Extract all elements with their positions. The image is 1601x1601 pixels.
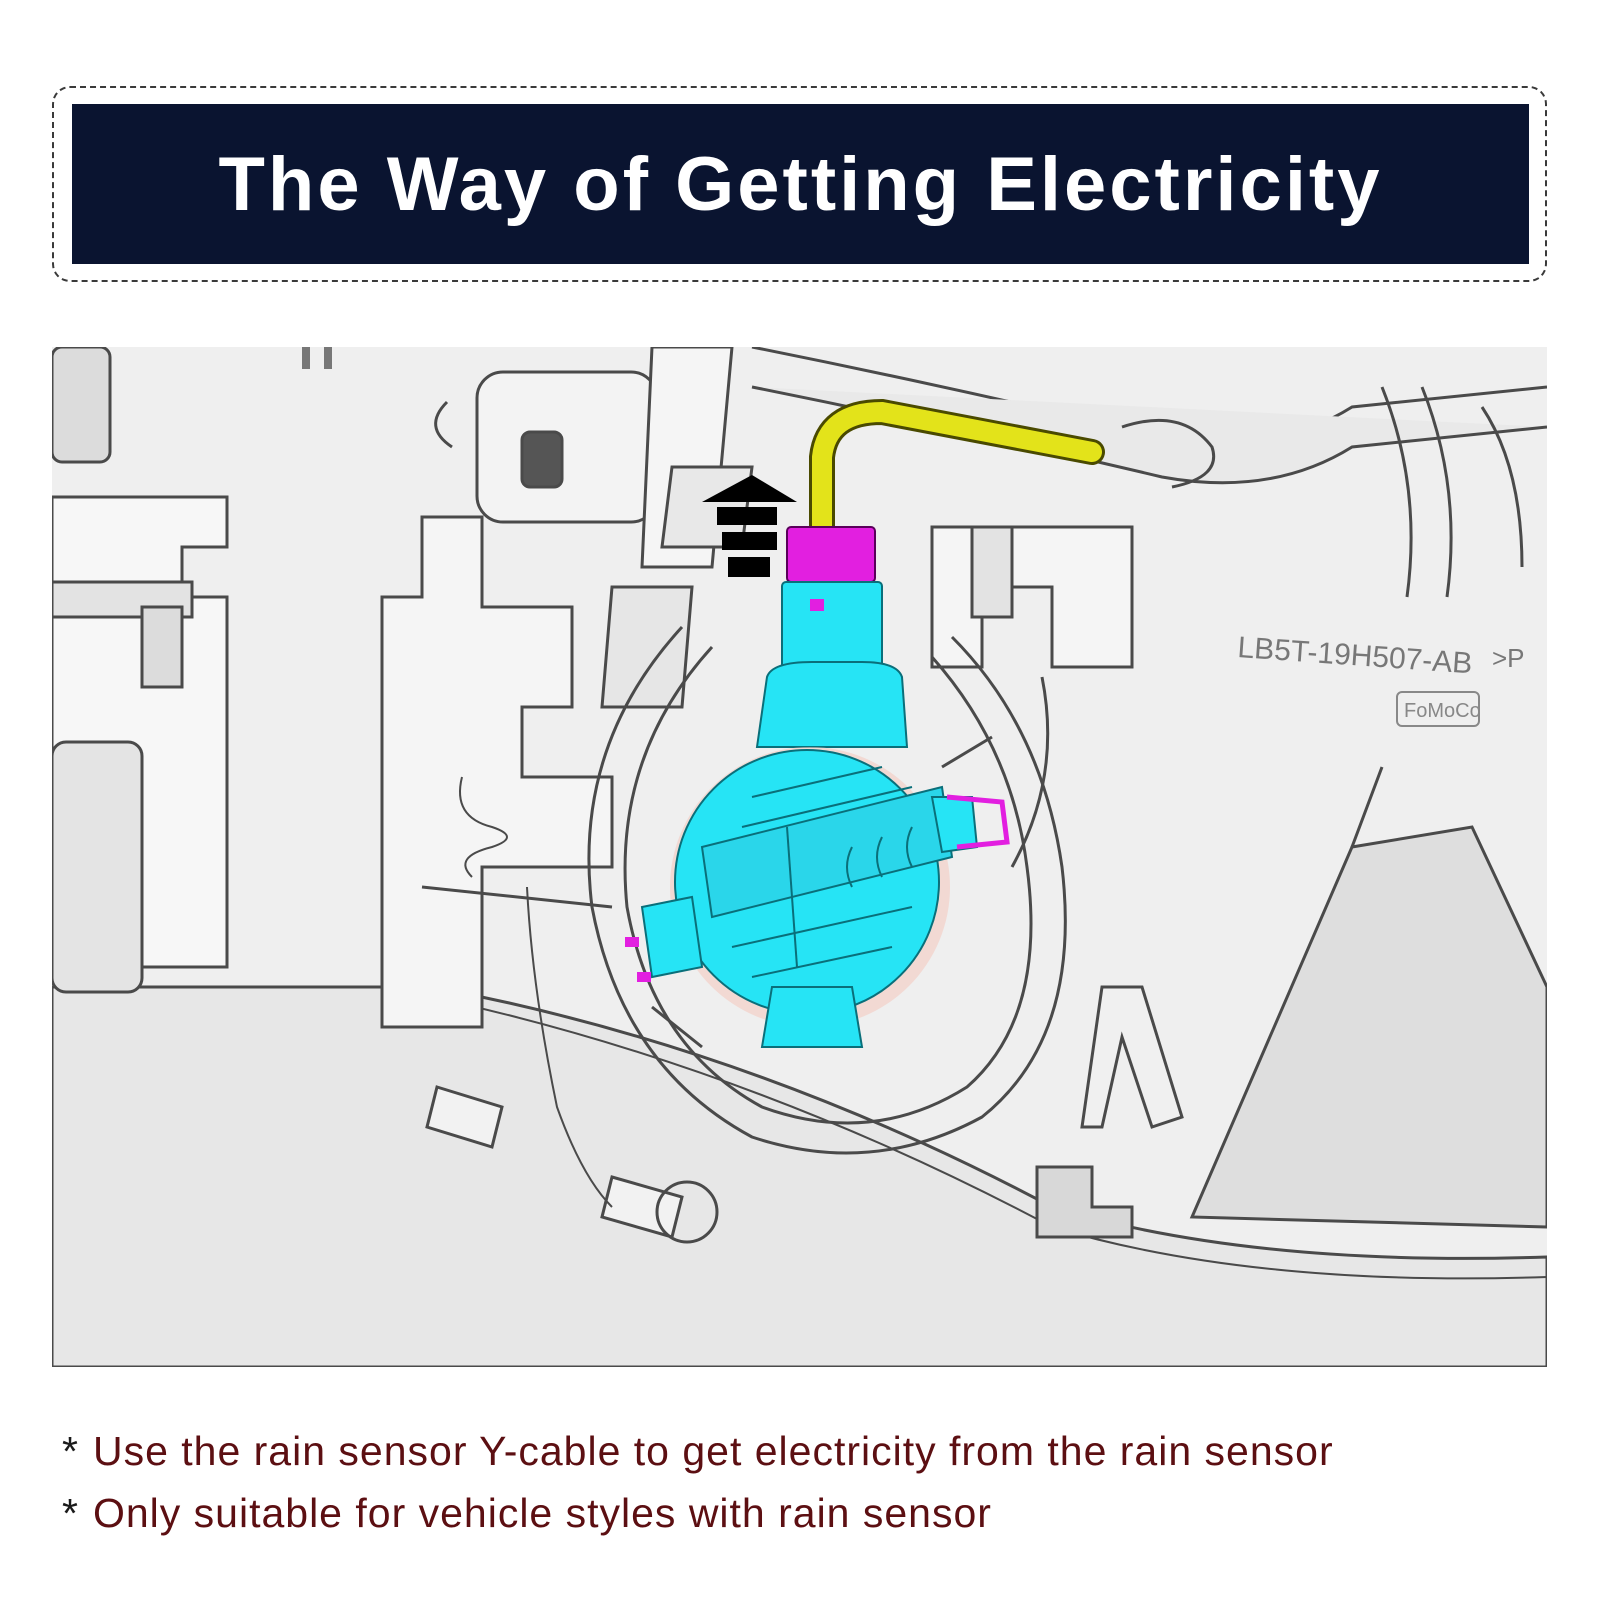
title-banner: The Way of Getting Electricity [72,104,1529,264]
note-item: * Use the rain sensor Y-cable to get elec… [62,1420,1562,1482]
sensor-upper-housing [755,661,909,748]
edge-label: >P [1492,643,1525,673]
right-bracket [930,525,1134,868]
note-text: Only suitable for vehicle styles with ra… [92,1490,992,1536]
rain-sensor [625,747,1010,1048]
badge-label: FoMoCo [1404,700,1481,722]
rain-sensor-diagram: LB5T-19H507-AB >P FoMoCo [52,347,1547,1367]
y-cable [812,401,1102,552]
note-bullet: * [62,1490,79,1536]
notes-list: * Use the rain sensor Y-cable to get elec… [62,1420,1562,1544]
top-cables [751,347,1547,598]
left-bracket [52,347,229,994]
right-panel [1189,766,1547,1229]
middle-frame [380,347,754,1029]
mount-ring [587,625,1067,1155]
bottom-parts [425,886,1184,1244]
y-cable-connector [786,526,876,583]
note-text: Use the rain sensor Y-cable to get elect… [92,1428,1334,1474]
connector-latch [810,599,824,611]
rain-sensor-illustration: LB5T-19H507-AB >P FoMoCo [52,347,1547,1367]
upper-block [302,347,659,524]
title-frame [52,86,1547,282]
badge-outline [1396,691,1480,727]
sensor-connector-neck [781,581,883,673]
upward-arrow-icon [702,475,797,577]
note-bullet: * [62,1428,79,1474]
page-title: The Way of Getting Electricity [218,141,1383,227]
note-item: * Only suitable for vehicle styles with r… [62,1482,1562,1544]
